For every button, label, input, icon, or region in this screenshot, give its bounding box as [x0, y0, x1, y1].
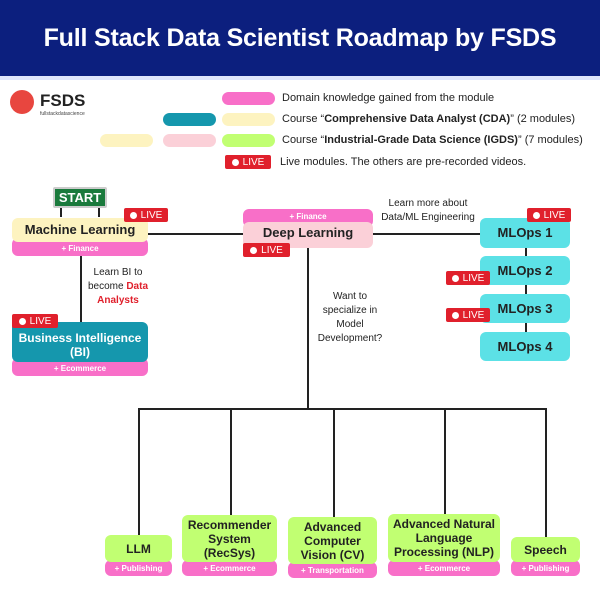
- connector-dl-mlops: [373, 233, 480, 235]
- live-dot-icon: [451, 311, 459, 319]
- connector-to-speech: [545, 408, 547, 537]
- connector-ml-bi: [80, 255, 82, 322]
- node-mlops-2[interactable]: MLOps 2: [480, 256, 570, 285]
- legend-swatch-domain: [222, 92, 275, 105]
- node-mlops-3[interactable]: MLOps 3: [480, 294, 570, 323]
- connector-to-recsys: [230, 408, 232, 515]
- page-title: Full Stack Data Scientist Roadmap by FSD…: [43, 23, 557, 52]
- note-model-development: Want to specialize in Model Development?: [317, 291, 383, 344]
- legend-swatch-cda-cream: [222, 113, 275, 126]
- live-dot-icon: [532, 211, 540, 219]
- live-label: LIVE: [462, 309, 485, 321]
- logo-name: FSDS: [40, 91, 86, 110]
- live-dot-icon: [18, 317, 26, 325]
- title-bar: Full Stack Data Scientist Roadmap by FSD…: [0, 0, 600, 80]
- connector-to-cv: [333, 408, 335, 517]
- connector-start-post-right: [98, 207, 100, 217]
- node-machine-learning[interactable]: Machine Learning: [12, 218, 148, 242]
- legend-cda-bold: Comprehensive Data Analyst (CDA): [324, 113, 511, 125]
- speech-domain: + Publishing: [511, 560, 580, 576]
- connector-ml-dl: [148, 233, 243, 235]
- connector-to-nlp: [444, 408, 446, 515]
- ml-live-badge: LIVE: [124, 208, 168, 222]
- live-dot-icon: [231, 158, 239, 166]
- note-ml-engineering: Learn more about Data/ML Engineering: [381, 198, 475, 223]
- llm-domain: + Publishing: [105, 560, 172, 576]
- live-label: LIVE: [261, 244, 283, 256]
- recsys-domain: + Ecommerce: [182, 560, 277, 576]
- nlp-domain: + Ecommerce: [388, 560, 500, 576]
- logo-mascot-icon: [10, 90, 34, 114]
- connector-mlops-chain: [525, 248, 527, 332]
- node-recommender-system[interactable]: Recommender System (RecSys): [182, 515, 277, 562]
- node-speech[interactable]: Speech: [511, 537, 580, 562]
- fsds-logo: FSDS fullstackdatascience: [10, 90, 95, 120]
- live-label: LIVE: [543, 209, 566, 221]
- legend-cda-suffix: ” (2 modules): [510, 113, 576, 125]
- node-advanced-computer-vision[interactable]: Advanced Computer Vision (CV): [288, 517, 377, 564]
- bi-domain: + Ecommerce: [12, 358, 148, 376]
- connector-start-post-left: [60, 207, 62, 217]
- live-dot-icon: [451, 274, 459, 282]
- live-label: LIVE: [140, 209, 163, 221]
- legend-igds-bold: Industrial-Grade Data Science (IGDS): [324, 134, 518, 146]
- node-mlops-4[interactable]: MLOps 4: [480, 332, 570, 361]
- legend-cda-text: Course “Comprehensive Data Analyst (CDA)…: [282, 113, 575, 125]
- connector-branch-horizontal: [138, 408, 546, 410]
- bi-live-badge: LIVE: [12, 314, 58, 328]
- node-business-intelligence[interactable]: Business Intelligence (BI): [12, 322, 148, 362]
- node-advanced-nlp[interactable]: Advanced Natural Language Processing (NL…: [388, 514, 500, 562]
- node-llm[interactable]: LLM: [105, 535, 172, 562]
- legend-live-badge: LIVE: [225, 155, 271, 169]
- connector-dl-down: [307, 247, 309, 409]
- ml-domain: + Finance: [12, 238, 148, 256]
- dl-live-badge: LIVE: [243, 243, 290, 257]
- connector-to-llm: [138, 408, 140, 535]
- live-label: LIVE: [29, 315, 52, 327]
- note-bi-prefix: Learn BI to become: [87, 267, 143, 292]
- legend-domain-text: Domain knowledge gained from the module: [282, 92, 495, 104]
- mlops2-live-badge: LIVE: [446, 271, 490, 285]
- live-label: LIVE: [242, 156, 265, 168]
- legend-igds-text: Course “Industrial-Grade Data Science (I…: [282, 134, 583, 146]
- note-bi-highlight: Data Analysts: [97, 281, 149, 306]
- node-mlops-1[interactable]: MLOps 1: [480, 218, 570, 248]
- legend-igds-suffix: ” (7 modules): [517, 134, 583, 146]
- legend-swatch-igds-cream: [100, 134, 153, 147]
- logo-tagline: fullstackdatascience: [40, 111, 85, 117]
- legend-igds-prefix: Course “: [282, 134, 325, 146]
- live-dot-icon: [250, 246, 258, 254]
- legend-cda-prefix: Course “: [282, 113, 325, 125]
- mlops3-live-badge: LIVE: [446, 308, 490, 322]
- legend-swatch-igds-green: [222, 134, 275, 147]
- cv-domain: + Transportation: [288, 562, 377, 578]
- note-learn-bi: Learn BI to become Data Analysts: [84, 266, 152, 308]
- live-label: LIVE: [462, 272, 485, 284]
- legend-live-text: Live modules. The others are pre-recorde…: [280, 156, 527, 168]
- legend-swatch-igds-pink: [163, 134, 216, 147]
- legend-swatch-cda-teal: [163, 113, 216, 126]
- start-sign: START: [53, 187, 107, 208]
- mlops1-live-badge: LIVE: [527, 208, 571, 222]
- live-dot-icon: [129, 211, 137, 219]
